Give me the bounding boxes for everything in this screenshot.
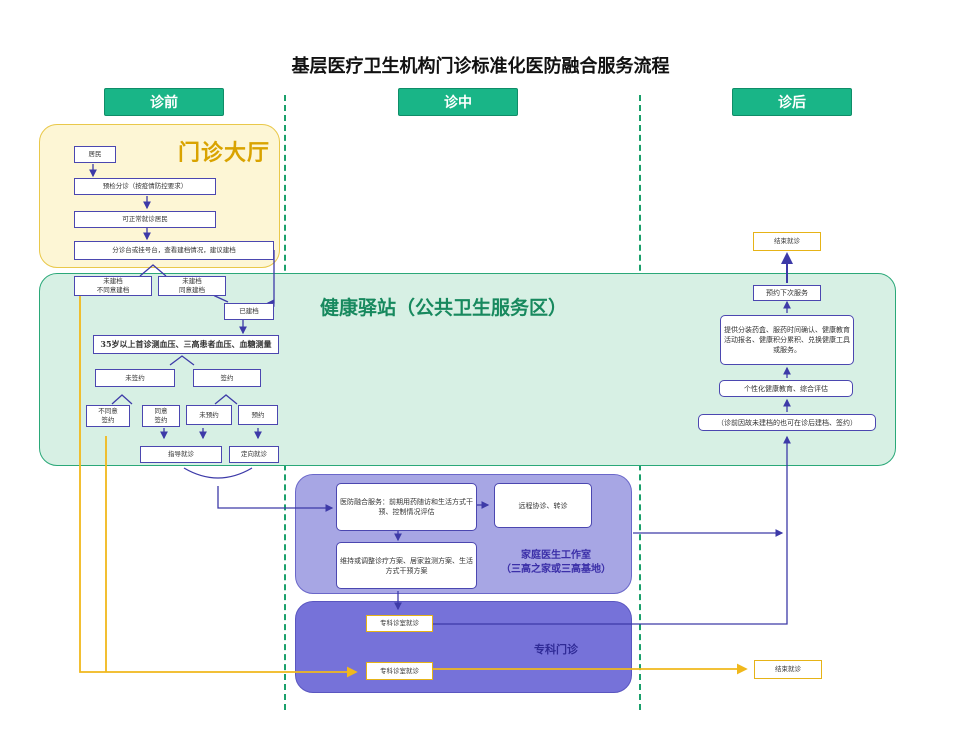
node-services: 提供分装药盒、服药时间确认、健康教育活动报名、健康积分累积、兑换健康工具或服务。 <box>720 315 854 365</box>
node-filed: 已建档 <box>224 303 274 320</box>
phase-pre: 诊前 <box>104 88 224 116</box>
merge <box>183 467 253 479</box>
node-after-note: （诊前因故未建档的也可在诊后建档、签约） <box>698 414 876 431</box>
node-integration: 医防融合服务：前期用药随访和生活方式干预、控制情况评估 <box>336 483 477 531</box>
node-guide: 指导就诊 <box>140 446 222 463</box>
node-directed: 定向就诊 <box>229 446 279 463</box>
node-specialist-2: 专科诊室就诊 <box>366 662 433 680</box>
node-triage: 预检分诊（按疫情防控要求） <box>74 178 216 195</box>
node-end-top: 结束就诊 <box>753 232 821 251</box>
node-specialist-1: 专科诊室就诊 <box>366 615 433 632</box>
node-measure: 35岁以上首诊测血压、三高患者血压、血糖测量 <box>93 335 279 354</box>
hall-label: 门诊大厅 <box>178 141 271 166</box>
node-resident: 居民 <box>74 146 116 163</box>
fork <box>214 394 238 405</box>
node-personal-education: 个性化健康教育、综合评估 <box>719 380 853 397</box>
page-title: 基层医疗卫生机构门诊标准化医防融合服务流程 <box>291 56 670 77</box>
node-unsigned: 未签约 <box>95 369 175 387</box>
family-label: 家庭医生工作室 （三高之家或三高基地） <box>486 549 626 577</box>
node-plan: 维持或调整诊疗方案、居家监测方案、生活方式干预方案 <box>336 542 477 589</box>
node-end-bottom: 结束就诊 <box>754 660 822 679</box>
node-remote: 远程协诊、转诊 <box>494 483 592 528</box>
node-agree-sign: 同意 签约 <box>142 405 180 427</box>
node-no-file-refuse: 未建档 不同意建档 <box>74 276 152 296</box>
region-specialist <box>295 601 632 693</box>
station-label: 健康驿站（公共卫生服务区） <box>320 297 568 319</box>
node-appointment: 预约 <box>238 405 278 425</box>
node-register: 分诊台或挂号台，查看建档情况，建议建档 <box>74 241 274 260</box>
fork <box>139 264 167 277</box>
arrow <box>217 486 334 512</box>
node-next-appointment: 预约下次服务 <box>753 285 821 301</box>
node-no-appointment: 未预约 <box>186 405 232 425</box>
phase-during: 诊中 <box>398 88 518 116</box>
node-refuse-sign: 不同意 签约 <box>86 405 130 427</box>
fork <box>111 394 133 405</box>
node-signed: 签约 <box>193 369 261 387</box>
arrow-yellow <box>79 296 358 678</box>
family-label-line2: （三高之家或三高基地） <box>501 564 611 575</box>
family-label-line1: 家庭医生工作室 <box>521 550 591 561</box>
phase-post: 诊后 <box>732 88 852 116</box>
region-health-station <box>39 273 896 466</box>
special-label: 专科门诊 <box>534 643 578 656</box>
node-no-file-agree: 未建档 同意建档 <box>158 276 226 296</box>
node-normal: 可正常就诊居民 <box>74 211 216 228</box>
fork <box>169 355 195 366</box>
arrow <box>433 435 791 625</box>
